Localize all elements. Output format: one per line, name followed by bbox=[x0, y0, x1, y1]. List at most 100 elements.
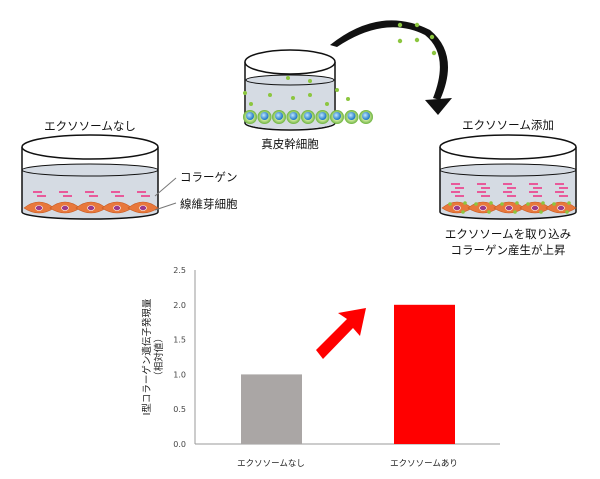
collagen bbox=[111, 191, 120, 193]
exosome bbox=[500, 202, 504, 206]
collagen bbox=[37, 195, 46, 197]
collagen bbox=[85, 191, 94, 193]
dish-wall bbox=[439, 147, 577, 220]
exosome bbox=[541, 201, 545, 205]
y-tick-label: 2.5 bbox=[173, 266, 186, 275]
increase-arrow-icon bbox=[316, 308, 366, 359]
fibroblast-nucleus bbox=[113, 205, 121, 211]
collagen bbox=[455, 187, 464, 189]
bar-chart: Ⅰ型コラーゲン遺伝子発現量 （相対値） 0.00.51.01.52.02.5エク… bbox=[141, 266, 500, 469]
fibroblast-nucleus bbox=[139, 205, 147, 211]
exosome bbox=[268, 93, 272, 97]
fibroblast-label: 線維芽細胞 bbox=[180, 197, 238, 211]
exosome bbox=[397, 38, 403, 44]
collagen bbox=[63, 195, 72, 197]
transfer-arrow-icon bbox=[330, 20, 448, 101]
exosome-particles bbox=[397, 22, 437, 56]
treated-dish-title: エクソソーム添加 bbox=[462, 118, 554, 132]
exosome bbox=[243, 91, 247, 95]
y-axis-label-unit: （相対値） bbox=[153, 333, 165, 381]
nucleus bbox=[304, 112, 312, 120]
collagen bbox=[507, 187, 516, 189]
fibroblast-pointer bbox=[154, 202, 177, 211]
exosome bbox=[567, 201, 571, 205]
fibroblast-nucleus bbox=[479, 205, 487, 211]
exosome bbox=[463, 201, 467, 205]
dish-wall bbox=[21, 147, 159, 220]
exosome bbox=[346, 97, 350, 101]
exosome bbox=[513, 210, 517, 214]
collagen bbox=[137, 191, 146, 193]
collagen-pointer bbox=[154, 177, 177, 197]
exosome bbox=[286, 76, 290, 80]
y-tick-label: 2.0 bbox=[173, 301, 186, 310]
dish-rim bbox=[439, 134, 577, 160]
nucleus bbox=[275, 112, 283, 120]
collagen bbox=[559, 187, 568, 189]
fibroblast-nucleus bbox=[505, 205, 513, 211]
exosome bbox=[489, 201, 493, 205]
collagen-label: コラーゲン bbox=[180, 170, 238, 184]
collagen bbox=[33, 191, 42, 193]
collagen bbox=[477, 191, 486, 193]
collagen bbox=[451, 191, 460, 193]
x-category-label: エクソソームなし bbox=[237, 459, 305, 469]
collagen bbox=[451, 183, 460, 185]
exosome bbox=[431, 50, 437, 56]
collagen bbox=[455, 195, 464, 197]
stem-cell-label: 真皮幹細胞 bbox=[261, 137, 319, 151]
exosome bbox=[474, 202, 478, 206]
fibroblast-nucleus bbox=[61, 205, 69, 211]
x-category-label: エクソソームあり bbox=[390, 459, 458, 469]
bar-treated bbox=[394, 304, 455, 444]
control-dish bbox=[21, 134, 159, 220]
nucleus bbox=[318, 112, 327, 120]
nucleus bbox=[246, 112, 254, 120]
exosome bbox=[397, 22, 403, 28]
collagen bbox=[507, 195, 516, 197]
stem-cells bbox=[243, 76, 373, 124]
treated-dish bbox=[439, 134, 577, 220]
exosome bbox=[461, 210, 465, 214]
collagen bbox=[477, 183, 486, 185]
y-tick-label: 1.0 bbox=[173, 370, 186, 379]
exosome bbox=[325, 102, 329, 106]
collagen bbox=[533, 195, 542, 197]
collagen bbox=[89, 195, 98, 197]
collagen bbox=[481, 195, 490, 197]
bar-control bbox=[241, 374, 302, 444]
fibroblast-nucleus bbox=[35, 205, 43, 211]
nucleus bbox=[289, 112, 298, 120]
y-tick-label: 0.5 bbox=[173, 405, 186, 414]
result-line-1: エクソソームを取り込み bbox=[445, 227, 571, 241]
nucleus bbox=[260, 112, 269, 120]
medium-surface bbox=[21, 163, 159, 177]
stem-cell-dish bbox=[243, 49, 373, 131]
exosome bbox=[448, 202, 452, 206]
exosome bbox=[552, 202, 556, 206]
collagen bbox=[533, 187, 542, 189]
y-tick-label: 1.5 bbox=[173, 336, 186, 345]
fibroblast-nucleus bbox=[531, 205, 539, 211]
fibroblast-nucleus bbox=[557, 205, 565, 211]
fibroblast-nucleus bbox=[453, 205, 461, 211]
control-dish-title: エクソソームなし bbox=[44, 119, 136, 133]
exosome bbox=[291, 96, 295, 100]
exosome bbox=[565, 210, 569, 214]
dish-rim bbox=[21, 134, 159, 160]
exosome bbox=[539, 210, 543, 214]
collagen bbox=[481, 187, 490, 189]
exosome bbox=[487, 210, 491, 214]
result-line-2: コラーゲン産生が上昇 bbox=[451, 243, 566, 257]
collagen bbox=[503, 191, 512, 193]
exosome bbox=[335, 88, 339, 92]
exosome bbox=[526, 202, 530, 206]
y-tick-label: 0.0 bbox=[173, 440, 186, 449]
collagen bbox=[503, 183, 512, 185]
medium-surface bbox=[439, 163, 577, 177]
nucleus bbox=[347, 112, 356, 120]
collagen bbox=[529, 183, 538, 185]
exosome bbox=[249, 102, 253, 106]
